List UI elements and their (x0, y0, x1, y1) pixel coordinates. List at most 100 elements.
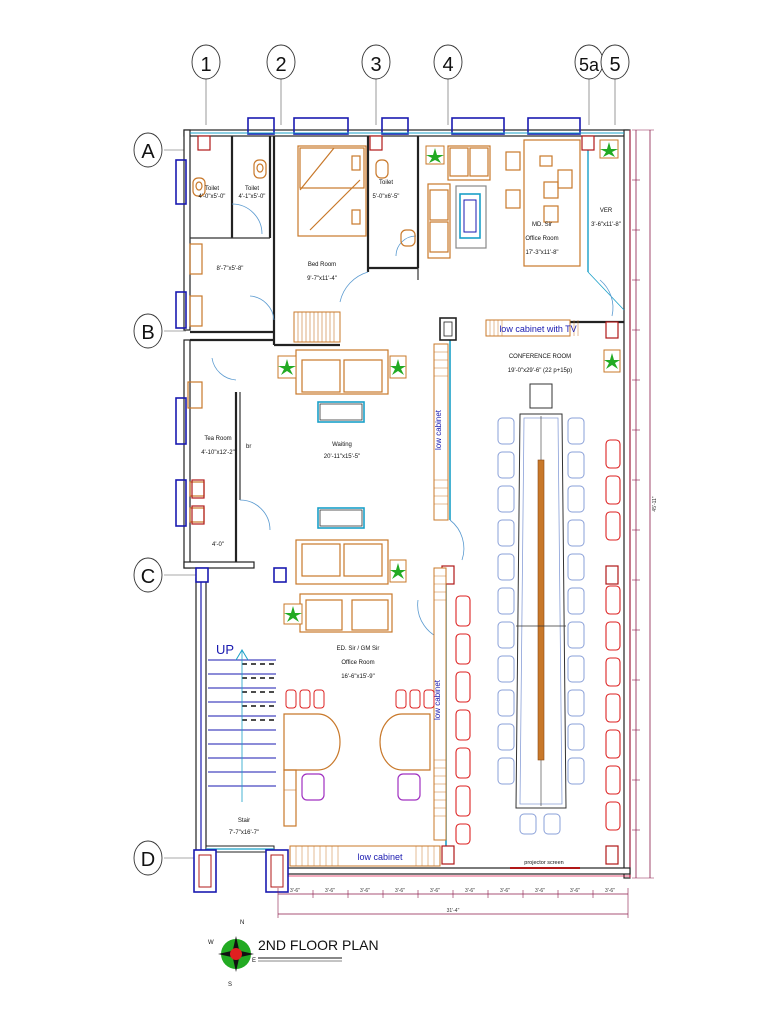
grid-column-label: 1 (200, 54, 211, 76)
conference-chairs-left (497, 417, 515, 785)
tea-room-dimension: 4'-0" (212, 542, 224, 548)
bottom-dimensions: 3'-6" 3'-6" 3'-6" 3'-6" 3'-6" 3'-6" 3'-6… (277, 888, 629, 918)
grid-row-a: A (133, 132, 186, 168)
grid-column-label: 2 (275, 54, 286, 76)
room-name: VER (600, 208, 613, 214)
plant-icon (283, 603, 303, 625)
doors (211, 203, 614, 641)
room-size: 17'-3"x11'-8" (525, 250, 558, 256)
grid-row-b: B (133, 313, 186, 349)
compass-west-label: W (208, 940, 214, 946)
room-name: Toilet (379, 180, 393, 186)
waiting-furniture (295, 349, 393, 633)
room-size: 7'-7"x16'-7" (229, 830, 259, 836)
dimension-segment: 3'-6" (570, 888, 580, 894)
structural-columns (193, 135, 619, 893)
grid-column-label: 5 (609, 54, 620, 76)
side-chairs-red-left (455, 595, 471, 845)
conference-chairs-right (567, 417, 585, 785)
grid-row-c: C (133, 557, 200, 593)
dimension-segment: 3'-6" (465, 888, 475, 894)
plan-title: 2ND FLOOR PLAN (258, 937, 379, 953)
grid-column-label: 4 (442, 54, 453, 76)
arrow-up-icon (235, 649, 249, 661)
plants (277, 139, 621, 625)
room-size: 8'-7"x5'-8" (217, 266, 244, 272)
grid-row-label: C (141, 566, 155, 588)
room-name: Stair (238, 818, 250, 824)
grid-column-5: 5 (600, 44, 630, 125)
projector-screen: projector screen (510, 860, 580, 869)
room-size: 9'-7"x11'-4" (307, 276, 337, 282)
dimension-segment: 3'-6" (325, 888, 335, 894)
side-chairs-red-right (605, 439, 621, 831)
dimension-segment: 3'-6" (430, 888, 440, 894)
low-cabinets: low cabinet low cabinet low cabinet low … (289, 324, 577, 867)
grid-column-2: 2 (266, 44, 296, 125)
grid-row-label: B (141, 322, 154, 344)
grid-column-label: 3 (370, 54, 381, 76)
room-size: 4'-10"x12'-2" (201, 450, 235, 456)
low-cabinet-tv-label: low cabinet with TV (499, 324, 576, 334)
grid-column-5a: 5a (574, 44, 604, 125)
room-name: ED. Sir / GM Sir (337, 646, 380, 652)
room-name: Office Room (525, 236, 558, 242)
plant-icon (599, 139, 619, 159)
room-name: Waiting (332, 442, 352, 448)
conference-chairs-bottom (519, 813, 561, 835)
dimension-segment: 3'-6" (605, 888, 615, 894)
plant-icon (277, 355, 297, 379)
plant-icon (603, 349, 621, 373)
room-name: MD. Sir (532, 222, 552, 228)
grid-column-4: 4 (433, 44, 463, 125)
room-size: 3'-6"x11'-8" (591, 222, 621, 228)
compass-icon: N S E W (208, 920, 256, 988)
dimension-segment: 3'-6" (290, 888, 300, 894)
dimension-segment: 3'-6" (395, 888, 405, 894)
room-size: 16'-6"x15'-9" (341, 674, 375, 680)
grid-rows: A B C D (133, 132, 200, 876)
room-labels: Toilet 4'-0"x5'-0" Toilet 4'-1"x5'-0" To… (199, 180, 621, 836)
compass-east-label: E (252, 958, 256, 964)
bedroom (293, 145, 367, 343)
room-name: Toilet (205, 186, 219, 192)
grid-column-label: 5a (579, 55, 600, 75)
grid-column-1: 1 (191, 44, 221, 125)
stair-up-label: UP (216, 642, 234, 657)
room-size: 4'-0"x5'-0" (199, 194, 226, 200)
tea-room-side-label: br (246, 444, 251, 450)
stair: UP (208, 642, 276, 802)
dimension-total: 31'-4" (447, 908, 460, 914)
right-dimensions: 45'-11" (632, 129, 658, 879)
room-name: Bed Room (308, 262, 336, 268)
dimension-segment: 3'-6" (500, 888, 510, 894)
low-cabinet-label: low cabinet (433, 679, 442, 720)
dimension-segment: 3'-6" (535, 888, 545, 894)
grid-columns: 1 2 3 4 5a 5 (191, 44, 630, 125)
room-size: 19'-0"x29'-6" (22 p+15p) (508, 368, 572, 374)
md-office-furniture (427, 139, 581, 337)
low-cabinet-label: low cabinet (434, 409, 443, 450)
conference-table (515, 383, 567, 809)
plant-icon (389, 559, 407, 583)
room-size: 5'-0"x6'-5" (373, 194, 400, 200)
compass-north-label: N (240, 920, 244, 926)
dimension-segment: 3'-6" (360, 888, 370, 894)
ed-office-furniture (283, 689, 435, 827)
grid-column-3: 3 (361, 44, 391, 125)
low-cabinet-label: low cabinet (357, 852, 403, 862)
toilet-fixtures (187, 159, 416, 525)
room-size: 4'-1"x5'-0" (239, 194, 266, 200)
room-name: Toilet (245, 186, 259, 192)
grid-row-label: D (141, 849, 155, 871)
compass-south-label: S (228, 982, 232, 988)
plant-icon (425, 145, 445, 165)
room-name: CONFERENCE ROOM (509, 354, 571, 360)
projector-screen-label: projector screen (524, 860, 563, 866)
grid-row-d: D (133, 840, 196, 876)
room-name: Office Room (341, 660, 374, 666)
dimension-total: 45'-11" (652, 496, 658, 511)
room-name: Tea Room (204, 436, 231, 442)
plant-icon (389, 355, 407, 379)
